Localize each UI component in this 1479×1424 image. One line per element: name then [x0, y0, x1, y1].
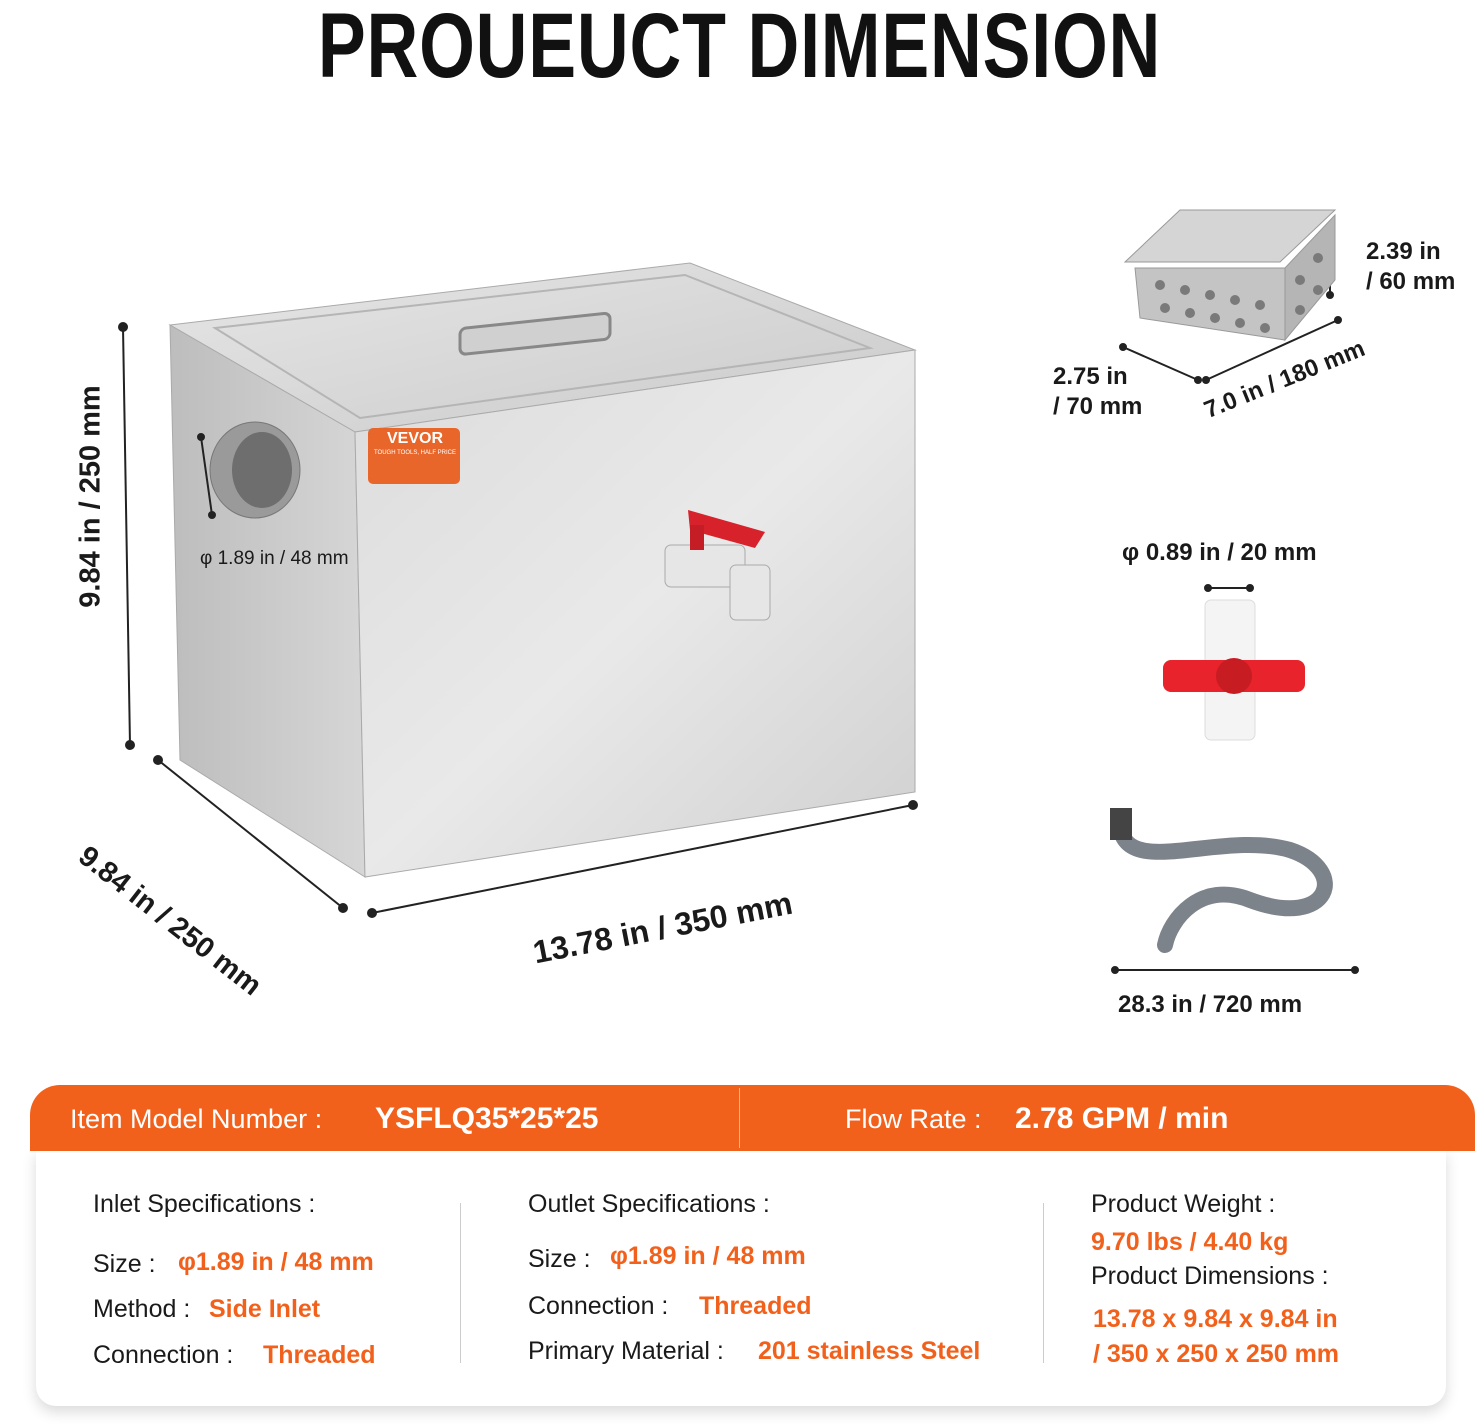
vevor-tagline: TOUGH TOOLS, HALF PRICE [373, 450, 457, 456]
flow-rate-label: Flow Rate : [845, 1104, 982, 1134]
dimension-lines [118, 226, 1359, 974]
spec-header-bar [30, 1085, 1475, 1151]
outlet-size-value: φ1.89 in / 48 mm [610, 1242, 806, 1270]
drain-valve-icon [664, 510, 771, 621]
basket-width-mm: / 70 mm [1053, 393, 1143, 420]
inlet-pipe-icon [209, 421, 301, 519]
outlet-material-label: Primary Material : [528, 1337, 724, 1365]
grease-trap-illustration [118, 209, 1359, 974]
inlet-method-label: Method : [93, 1295, 191, 1323]
header-divider [739, 1088, 740, 1148]
inlet-size-label: Size : [93, 1250, 156, 1278]
inlet-diameter-label: φ 1.89 in / 48 mm [200, 548, 349, 569]
valve-diameter-label: φ 0.89 in / 20 mm [1122, 539, 1317, 566]
dimensions-value-mm: / 350 x 250 x 250 mm [1093, 1340, 1340, 1368]
basket-height-mm: / 60 mm [1366, 268, 1456, 295]
outlet-connection-label: Connection : [528, 1292, 669, 1320]
model-label: Item Model Number : [70, 1104, 323, 1134]
height-dimension-label: 9.84 in / 250 mm [74, 385, 107, 608]
page-title: PROUEUCT DIMENSION [317, 0, 1162, 97]
basket-width-in: 2.75 in [1053, 363, 1128, 390]
vevor-label [368, 428, 460, 484]
flow-rate-value: 2.78 GPM / min [1015, 1102, 1229, 1135]
model-value: YSFLQ35*25*25 [375, 1102, 599, 1135]
outlet-size-label: Size : [528, 1245, 591, 1273]
drain-hose-icon [1110, 808, 1333, 953]
outlet-heading: Outlet Specifications : [528, 1190, 770, 1218]
vevor-logo: VEVOR [386, 430, 443, 447]
lid-handle-icon [458, 311, 612, 356]
dimensions-label: Product Dimensions : [1091, 1262, 1329, 1290]
outlet-connection-value: Threaded [699, 1292, 812, 1320]
weight-label: Product Weight : [1091, 1190, 1276, 1218]
basket-icon [1123, 209, 1337, 342]
column-divider [1043, 1203, 1044, 1363]
hose-length-label: 28.3 in / 720 mm [1118, 991, 1303, 1018]
weight-value: 9.70 lbs / 4.40 kg [1091, 1228, 1289, 1256]
dimensions-value-in: 13.78 x 9.84 x 9.84 in [1093, 1305, 1338, 1333]
inlet-connection-value: Threaded [263, 1341, 376, 1369]
tank-body [168, 262, 917, 878]
column-divider [460, 1203, 461, 1363]
spec-card [36, 1150, 1446, 1406]
inlet-size-value: φ1.89 in / 48 mm [178, 1248, 374, 1276]
ball-valve-icon [1163, 599, 1305, 741]
outlet-material-value: 201 stainless Steel [758, 1337, 981, 1365]
inlet-connection-label: Connection : [93, 1341, 234, 1369]
basket-height-in: 2.39 in [1366, 238, 1441, 265]
inlet-heading: Inlet Specifications : [93, 1190, 316, 1218]
inlet-method-value: Side Inlet [209, 1295, 321, 1323]
